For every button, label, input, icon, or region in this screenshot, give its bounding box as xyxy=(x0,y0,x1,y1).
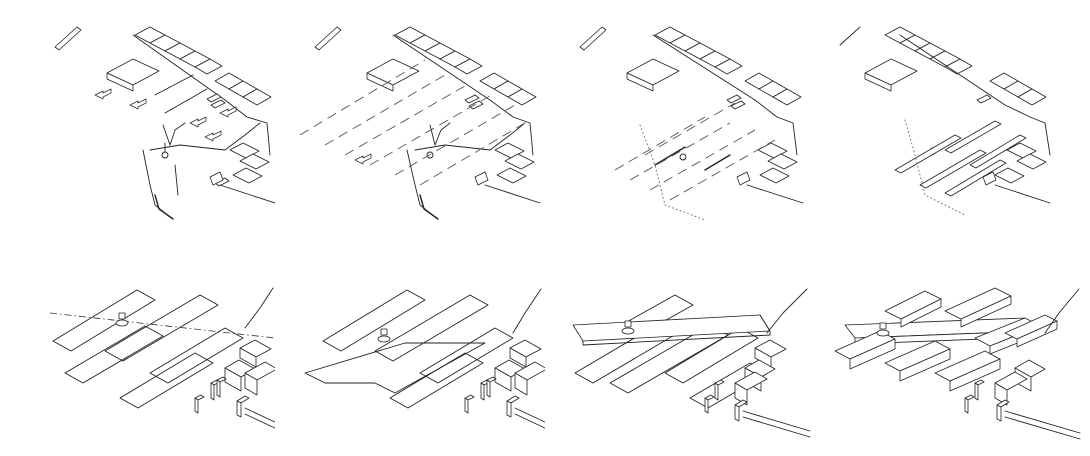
port-context xyxy=(839,26,1051,204)
panel-step-8 xyxy=(825,233,1085,453)
existing-buildings xyxy=(464,288,545,429)
extruded-volumes xyxy=(834,287,1058,392)
flow-arrows xyxy=(94,88,237,142)
panel-step-3 xyxy=(555,5,815,225)
panel-step-8-drawing xyxy=(834,287,1081,440)
pier-strips xyxy=(894,120,1027,197)
panel-step-6-drawing xyxy=(304,288,545,429)
panel-step-7 xyxy=(555,233,815,453)
dotted-shoreline xyxy=(904,119,966,216)
dotted-shoreline xyxy=(639,124,706,221)
panel-step-5 xyxy=(15,233,275,453)
panel-step-4 xyxy=(825,5,1085,225)
port-context xyxy=(314,26,541,220)
panel-step-2-drawing xyxy=(299,26,541,220)
panel-step-1-drawing xyxy=(54,26,275,220)
tower xyxy=(621,320,635,335)
panel-step-7-drawing xyxy=(572,288,811,438)
panel-step-4-drawing xyxy=(839,26,1051,216)
existing-buildings xyxy=(704,288,811,438)
existing-buildings xyxy=(194,287,275,429)
panel-step-6 xyxy=(285,233,545,453)
existing-buildings xyxy=(964,288,1081,440)
panel-step-5-drawing xyxy=(49,287,275,429)
tower xyxy=(876,322,890,337)
panel-step-2 xyxy=(285,5,545,225)
dashed-axes xyxy=(614,102,776,201)
panel-step-3-drawing xyxy=(579,26,804,221)
panel-step-1 xyxy=(15,5,275,225)
dashed-axes xyxy=(299,59,526,186)
linear-spine-bar xyxy=(572,314,771,346)
axis-line xyxy=(49,312,275,339)
tower xyxy=(377,328,391,343)
port-context xyxy=(54,26,275,220)
tower xyxy=(115,312,129,327)
pier-outlines xyxy=(304,289,514,409)
pier-outlines xyxy=(52,289,244,409)
port-context xyxy=(579,26,804,204)
